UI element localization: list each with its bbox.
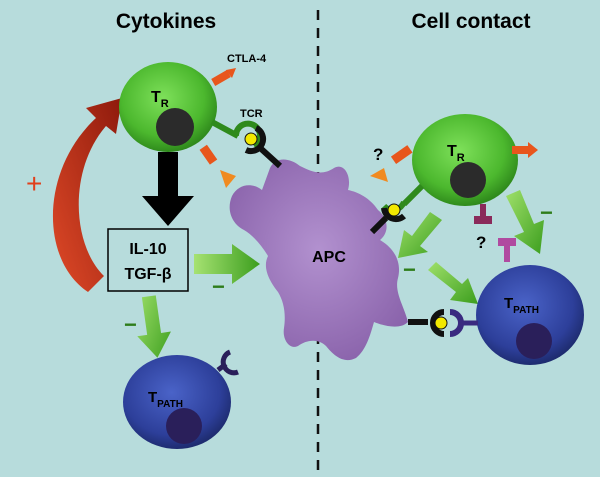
ctla4-label: CTLA-4 <box>227 53 267 65</box>
tpath-cell-right: TPATH <box>476 265 584 365</box>
inhibit-arrow-tpath-left <box>137 295 171 358</box>
inhibit-arrow-apc-to-tpath <box>428 262 478 304</box>
inhibit-arrow-apc <box>194 244 260 284</box>
secretion-arrow <box>142 152 194 226</box>
heading-cell-contact: Cell contact <box>411 10 530 33</box>
tpath-cell-left: TPATH <box>123 355 231 449</box>
cytokine-il10: IL-10 <box>129 241 166 258</box>
ctla4-apc-contact-right <box>370 145 413 182</box>
treg-ligand-right <box>474 204 492 224</box>
tcr-mhc-complex-left <box>210 119 283 169</box>
inhibit-arrow-apc-right <box>398 212 442 258</box>
treg-label-right: TR <box>447 143 465 164</box>
cytokine-box <box>107 228 189 292</box>
question-receptor: ? <box>476 233 486 252</box>
tpath-label-left: TPATH <box>148 389 183 410</box>
tcr-mhc-complex-tpath-right <box>408 309 478 337</box>
tpath-receptor-left <box>216 349 239 376</box>
treg-cell-right: TR <box>412 114 518 206</box>
positive-feedback-arrow <box>52 98 123 292</box>
inhibit-arrow-tpath-right <box>506 190 544 254</box>
apc-cell <box>229 159 408 361</box>
question-ctla4: ? <box>373 145 383 164</box>
minus-apc-right: − <box>403 257 416 282</box>
plus-sign: + <box>26 168 42 199</box>
ctla4-receptor-left <box>211 68 236 86</box>
tpath-label-right: TPATH <box>504 295 539 316</box>
heading-cytokines: Cytokines <box>116 10 216 33</box>
ctla4-apc-contact-left <box>199 144 236 188</box>
cytokine-tgfb: TGF-β <box>124 266 171 283</box>
ctla4-receptor-right <box>512 142 538 158</box>
minus-apc: − <box>212 274 225 299</box>
tpath-ligand-right <box>498 238 516 262</box>
treg-label-left: TR <box>151 89 169 110</box>
minus-tpath-right: − <box>540 200 553 225</box>
minus-tpath-left: − <box>124 312 137 337</box>
tcr-label: TCR <box>240 108 263 120</box>
tcr-mhc-complex-right <box>369 183 425 235</box>
treg-cell-left: TR <box>119 62 217 152</box>
apc-label: APC <box>312 249 346 266</box>
